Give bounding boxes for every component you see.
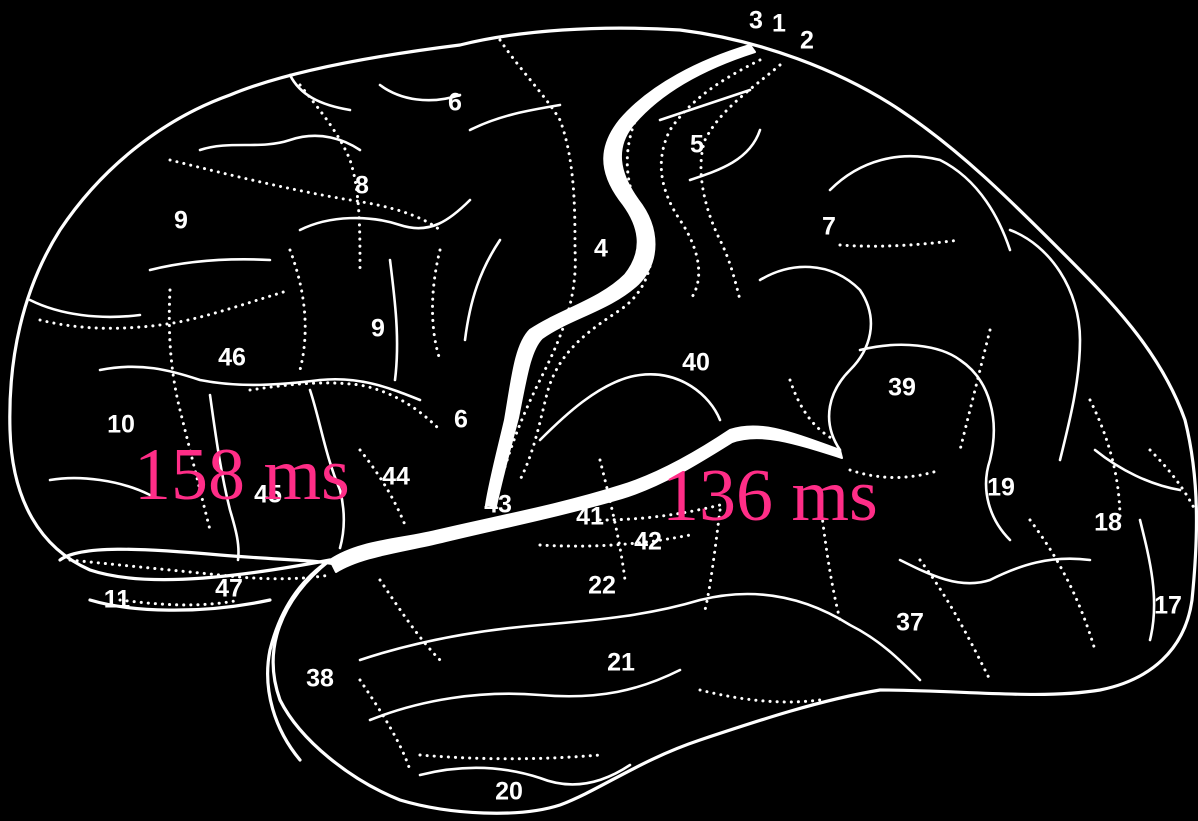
- area-label-47: 47: [215, 575, 243, 603]
- area-label-10: 10: [107, 411, 135, 439]
- area-label-7: 7: [822, 213, 836, 241]
- frontal-latency-label: 158 ms: [134, 434, 350, 516]
- area-label-9-middle: 9: [371, 315, 385, 343]
- area-label-37: 37: [896, 609, 924, 637]
- area-label-40: 40: [682, 349, 710, 377]
- area-label-3: 3: [749, 7, 763, 35]
- area-label-22: 22: [588, 572, 616, 600]
- area-label-39: 39: [888, 374, 916, 402]
- area-label-1: 1: [772, 10, 786, 38]
- area-label-4: 4: [594, 235, 608, 263]
- area-label-8: 8: [355, 172, 369, 200]
- area-label-9-superior: 9: [174, 207, 188, 235]
- temporal-latency-label: 136 ms: [662, 455, 878, 537]
- area-label-20: 20: [495, 778, 523, 806]
- area-label-41: 41: [576, 503, 604, 531]
- area-label-6-superior: 6: [448, 89, 462, 117]
- area-label-38: 38: [306, 665, 334, 693]
- area-label-5: 5: [690, 131, 704, 159]
- area-label-6-inferior: 6: [454, 406, 468, 434]
- area-label-46: 46: [218, 344, 246, 372]
- area-label-43: 43: [484, 491, 512, 519]
- area-label-2: 2: [800, 27, 814, 55]
- area-label-42: 42: [634, 528, 662, 556]
- area-label-17: 17: [1154, 592, 1182, 620]
- area-label-21: 21: [607, 649, 635, 677]
- area-label-11: 11: [104, 586, 131, 614]
- area-label-18: 18: [1094, 509, 1122, 537]
- area-label-19: 19: [987, 474, 1015, 502]
- area-label-44: 44: [382, 463, 410, 491]
